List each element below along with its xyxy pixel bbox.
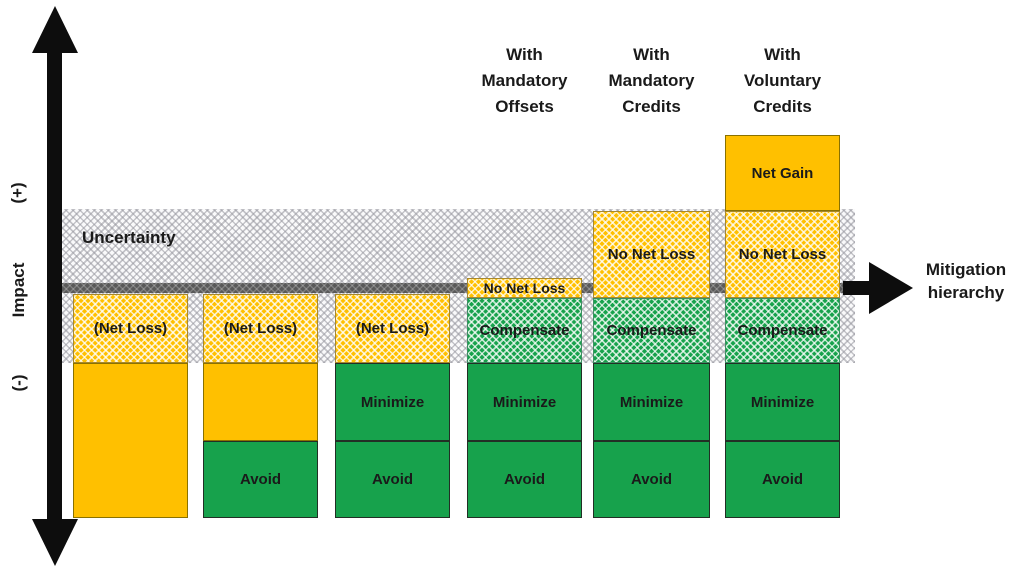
header-line: With: [506, 45, 543, 64]
mitigation-axis-label: Mitigation hierarchy: [910, 258, 1022, 304]
header-line: Credits: [753, 97, 812, 116]
impact-axis-down-arrowhead-icon: [32, 519, 78, 566]
bar-segment-minimize: Minimize: [725, 363, 840, 441]
bar-segment-compensate: Compensate: [593, 298, 710, 363]
bar-segment-net-loss: (Net Loss): [335, 294, 450, 363]
mitigation-axis-arrowhead-icon: [869, 262, 913, 314]
plus-label: (+): [8, 182, 27, 204]
column-header-mandatory-offsets: With Mandatory Offsets: [467, 42, 582, 120]
bar-segment-minimize: Minimize: [335, 363, 450, 441]
bar-segment-net-gain: Net Gain: [725, 135, 840, 211]
header-line: Voluntary: [743, 71, 822, 90]
bar-segment-net-loss: (Net Loss): [203, 294, 318, 363]
mitigation-label-line1: Mitigation: [925, 260, 1007, 279]
bar-segment-compensate: Compensate: [725, 298, 840, 363]
mitigation-axis-shaft: [843, 281, 871, 295]
header-line: Credits: [622, 97, 681, 116]
minus-label: (-): [9, 374, 28, 392]
bar-segment-avoid: Avoid: [593, 441, 710, 518]
mitigation-label-line2: hierarchy: [927, 283, 1005, 302]
header-line: With: [764, 45, 801, 64]
bar-segment-avoid: Avoid: [467, 441, 582, 518]
bar-segment-avoid: Avoid: [725, 441, 840, 518]
bar-segment-no-net-loss: No Net Loss: [593, 211, 710, 298]
bar-segment-minimize: Minimize: [467, 363, 582, 441]
column-header-mandatory-credits: With Mandatory Credits: [593, 42, 710, 120]
header-line: Offsets: [495, 97, 554, 116]
bar-segment-no-net-loss: No Net Loss: [725, 211, 840, 298]
impact-axis-shaft: [47, 48, 62, 522]
uncertainty-label: Uncertainty: [82, 228, 176, 247]
header-line: With: [633, 45, 670, 64]
bar-segment-impact: [203, 363, 318, 441]
bar-segment-impact: [73, 363, 188, 518]
bar-segment-no-net-loss: No Net Loss: [467, 278, 582, 298]
bar-segment-avoid: Avoid: [335, 441, 450, 518]
bar-segment-minimize: Minimize: [593, 363, 710, 441]
impact-axis-up-arrowhead-icon: [32, 6, 78, 53]
hierarchy-axis-bar: [62, 283, 855, 293]
column-header-voluntary-credits: With Voluntary Credits: [725, 42, 840, 120]
bar-segment-avoid: Avoid: [203, 441, 318, 518]
impact-axis-label: Impact: [9, 262, 28, 318]
bar-segment-compensate: Compensate: [467, 298, 582, 363]
header-line: Mandatory: [608, 71, 695, 90]
bar-segment-net-loss: (Net Loss): [73, 294, 188, 363]
header-line: Mandatory: [481, 71, 568, 90]
